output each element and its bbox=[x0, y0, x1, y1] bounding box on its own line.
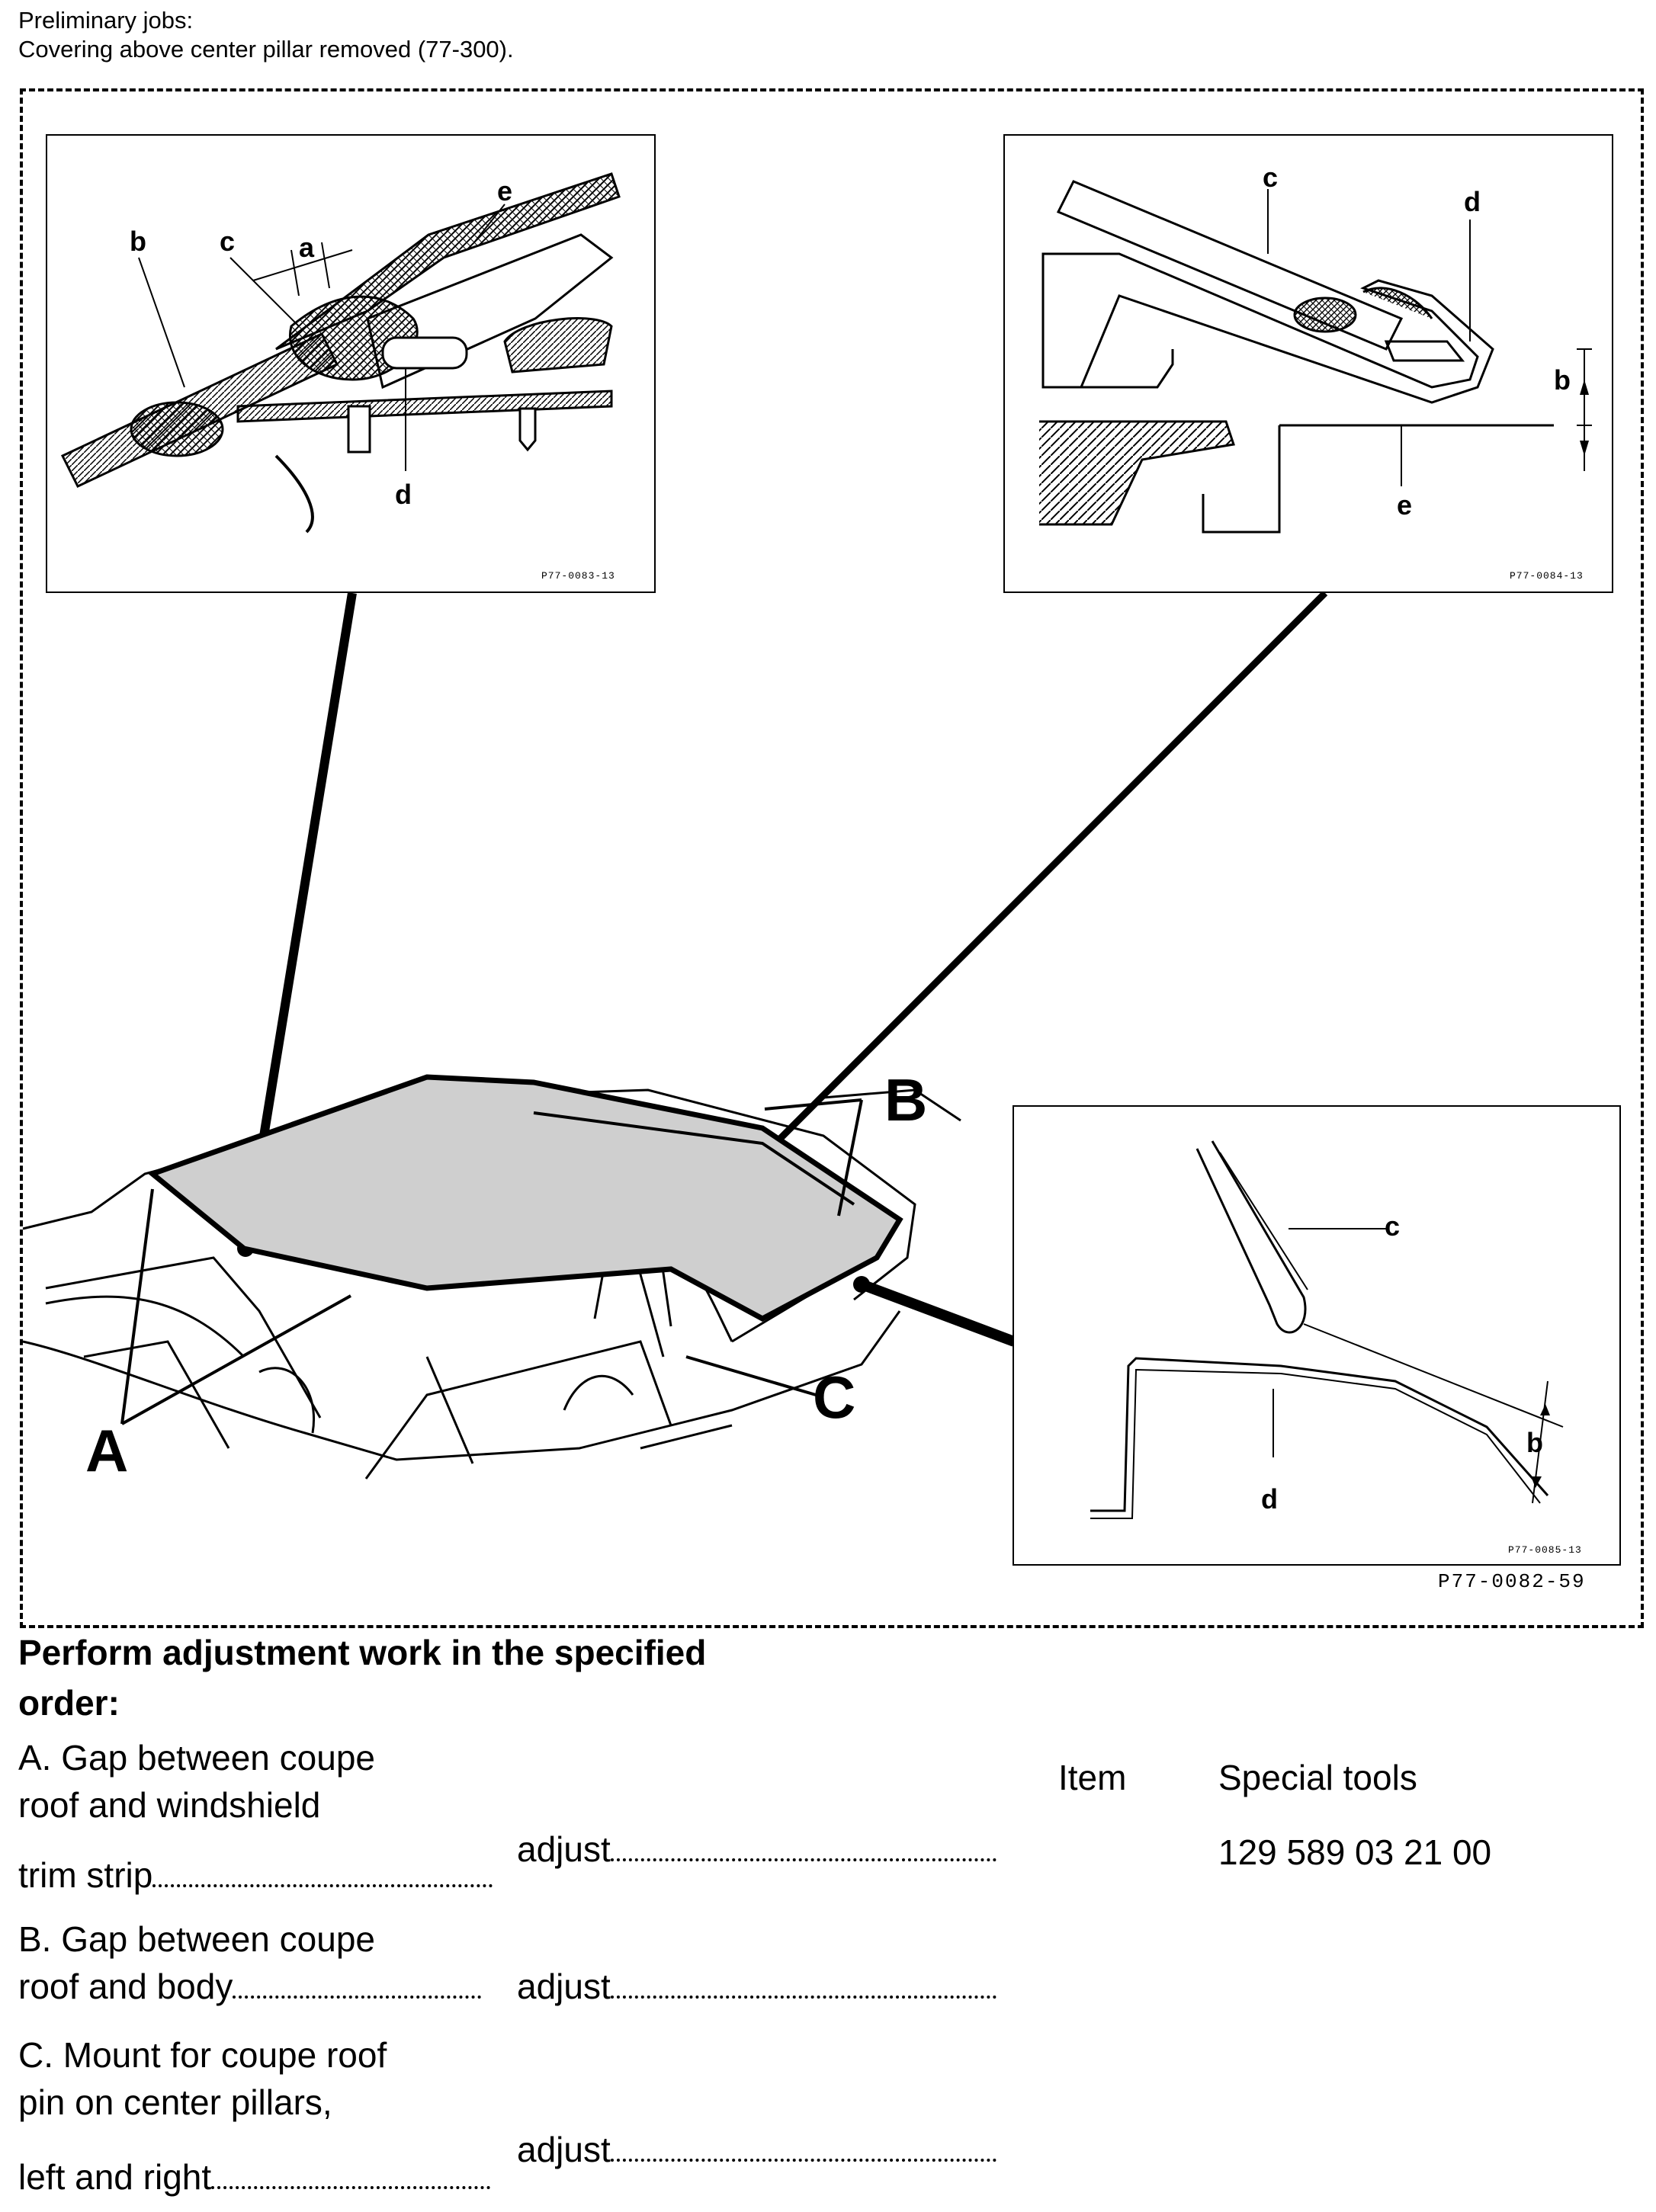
inset1-code: P77-0083-13 bbox=[541, 570, 615, 582]
instructions-heading: Perform adjustment work in the specified… bbox=[18, 1633, 707, 1723]
figure-frame bbox=[20, 88, 1644, 1628]
step-c-line3: left and right bbox=[18, 2154, 491, 2200]
preliminary-jobs-detail: Covering above center pillar removed (77… bbox=[18, 36, 514, 63]
step-a-line3: trim strip bbox=[18, 1852, 493, 1898]
cross-section-drawing-1 bbox=[60, 172, 621, 534]
inset3-code: P77-0085-13 bbox=[1508, 1544, 1582, 1556]
label-C: C bbox=[813, 1364, 856, 1431]
inset2-label-e: e bbox=[1397, 489, 1413, 521]
inset2-code: P77-0084-13 bbox=[1510, 570, 1584, 582]
special-tools-header: Special tools bbox=[1218, 1758, 1417, 1797]
item-header: Item bbox=[1058, 1758, 1127, 1797]
step-a-line2: roof and windshield bbox=[18, 1785, 321, 1825]
step-b-line1: B. Gap between coupe bbox=[18, 1919, 375, 1959]
dotted-leader bbox=[233, 1996, 482, 1999]
dotted-leader bbox=[610, 1996, 996, 1999]
inset1-label-d: d bbox=[395, 479, 412, 510]
preliminary-jobs-label: Preliminary jobs: bbox=[18, 7, 194, 34]
step-a-line1: A. Gap between coupe bbox=[18, 1738, 375, 1778]
label-A: A bbox=[85, 1417, 129, 1484]
step-c-action: adjust bbox=[517, 2127, 996, 2172]
dotted-leader bbox=[610, 2159, 996, 2162]
inset3-label-b: b bbox=[1526, 1427, 1543, 1458]
step-b-line2: roof and body bbox=[18, 1964, 482, 2009]
inset1-label-a: a bbox=[299, 232, 315, 263]
dotted-leader bbox=[152, 1884, 493, 1887]
inset2-label-d: d bbox=[1464, 186, 1481, 217]
inset2-label-b: b bbox=[1554, 364, 1571, 396]
inset3-label-c: c bbox=[1385, 1210, 1401, 1242]
dotted-leader bbox=[211, 2186, 491, 2189]
inset-bottom-right: c d b P77-0085-13 bbox=[1013, 1105, 1621, 1566]
label-B: B bbox=[884, 1066, 928, 1133]
inset1-label-b: b bbox=[130, 226, 146, 257]
inset2-label-c: c bbox=[1263, 162, 1279, 193]
step-a-action: adjust bbox=[517, 1826, 996, 1872]
inset3-label-d: d bbox=[1261, 1483, 1278, 1515]
inset1-label-e: e bbox=[497, 175, 513, 207]
inset1-label-c: c bbox=[220, 226, 236, 257]
inset-top-left: b c a e d P77-0083-13 bbox=[46, 134, 656, 593]
coupe-roof-illustration bbox=[22, 590, 1328, 1479]
step-c-line2: pin on center pillars, bbox=[18, 2082, 332, 2122]
inset-top-right: c d b e P77-0084-13 bbox=[1003, 134, 1613, 593]
special-tool-number: 129 589 03 21 00 bbox=[1218, 1832, 1492, 1872]
dotted-leader bbox=[610, 1858, 996, 1861]
cross-section-drawing-3 bbox=[1090, 1140, 1564, 1519]
step-c-line1: C. Mount for coupe roof bbox=[18, 2035, 387, 2075]
figure-code: P77-0082-59 bbox=[1438, 1570, 1586, 1593]
step-b-action: adjust bbox=[517, 1964, 996, 2009]
cross-section-drawing-2 bbox=[1039, 180, 1592, 534]
